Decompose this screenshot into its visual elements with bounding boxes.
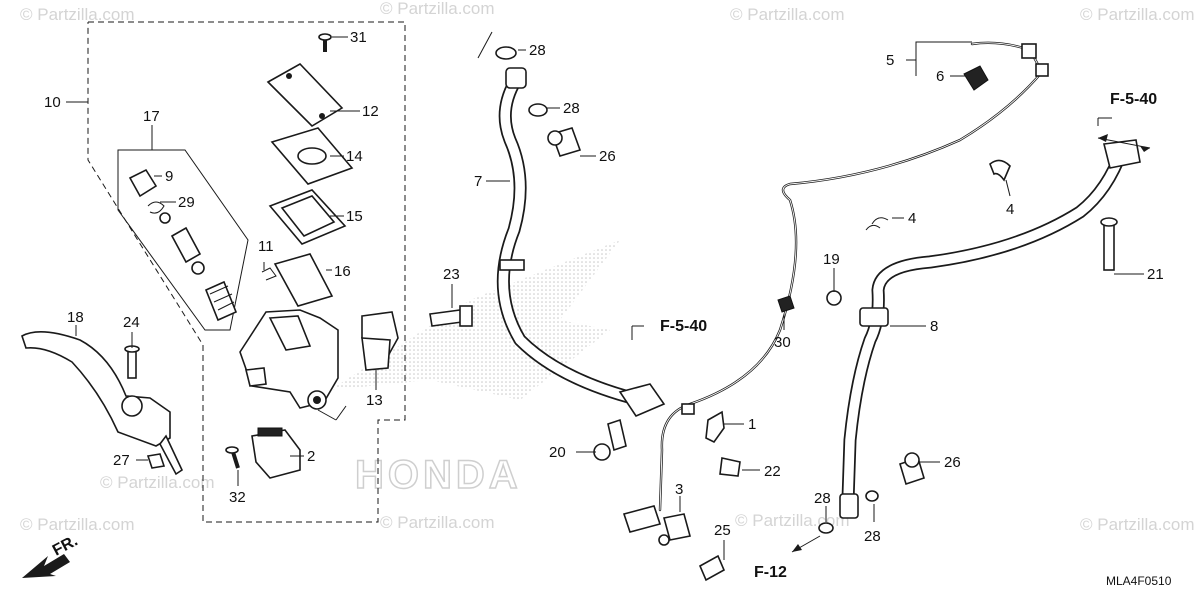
callout-32: 32: [229, 489, 246, 506]
callout-26: 26: [944, 454, 961, 471]
watermark-text: © Partzilla.com: [20, 5, 135, 24]
callout-6: 6: [936, 68, 944, 85]
callout-5: 5: [886, 52, 894, 69]
callout-28: 28: [864, 528, 881, 545]
callout-29: 29: [178, 194, 195, 211]
leader-lines: [75, 31, 1144, 560]
callout-26: 26: [599, 148, 616, 165]
brand-mark-text: HONDA: [355, 453, 522, 497]
watermark-text: © Partzilla.com: [1080, 515, 1195, 534]
brake-pipe: [658, 41, 1049, 512]
hose-joint-bolt: [826, 217, 1118, 306]
reference-f-5-40-top: F-5-40: [1110, 91, 1157, 108]
pipe-stay: [705, 410, 725, 444]
master-cylinder-body: [239, 309, 339, 410]
callout-17: 17: [143, 108, 160, 125]
cap-plate: [270, 127, 354, 185]
callout-13: 13: [366, 392, 383, 409]
lower-brake-hose: [839, 139, 1141, 519]
callout-12: 12: [362, 103, 379, 120]
stay-bolt: [719, 457, 741, 477]
upper-brake-hose: [496, 67, 666, 417]
callout-28: 28: [529, 42, 546, 59]
holder-bolt: [429, 305, 473, 327]
callout-19: 19: [823, 251, 840, 268]
callout-7: 7: [474, 173, 482, 190]
brand-wing-mark: HONDA: [330, 240, 620, 498]
clip: [261, 267, 277, 281]
callout-27: 27: [113, 452, 130, 469]
callout-numbers: 31 12 14 15 16 11 10 17 9 29 18 24 27 2 …: [44, 29, 1164, 545]
watermark-text: © Partzilla.com: [20, 515, 135, 534]
reservoir-diaphragm: [268, 189, 347, 245]
callout-21: 21: [1147, 266, 1164, 283]
pipe-clip: [865, 159, 1011, 231]
reference-f-5-40-mid: F-5-40: [660, 318, 707, 335]
watermark-text: © Partzilla.com: [100, 473, 215, 492]
callout-4: 4: [908, 210, 916, 227]
oil-bolt: [547, 127, 925, 486]
front-indicator-label: FR.: [50, 532, 81, 559]
callout-1: 1: [748, 416, 756, 433]
callout-3: 3: [675, 481, 683, 498]
watermark-text: © Partzilla.com: [1080, 5, 1195, 24]
callout-23: 23: [443, 266, 460, 283]
callout-4: 4: [1006, 201, 1014, 218]
callout-25: 25: [714, 522, 731, 539]
front-arrow-icon: [22, 554, 70, 578]
callout-22: 22: [764, 463, 781, 480]
pipe-grommet-small: [777, 295, 795, 313]
reference-f-12: F-12: [754, 564, 787, 581]
pipe-grommet: [963, 65, 989, 91]
callout-11: 11: [258, 238, 274, 255]
bracket-bolt: [698, 554, 726, 582]
diagram-code: MLA4F0510: [1106, 574, 1172, 588]
watermark-text: © Partzilla.com: [380, 513, 495, 532]
lever-pivot-bolt: [124, 345, 140, 379]
callout-24: 24: [123, 314, 140, 331]
reservoir-cap-screw: [318, 33, 332, 52]
callout-10: 10: [44, 94, 61, 111]
hose-clamp-bolt: [593, 418, 627, 461]
pipe-joint-bracket: [622, 505, 691, 546]
watermark-text: © Partzilla.com: [730, 5, 845, 24]
callout-31: 31: [350, 29, 367, 46]
reservoir-cap: [266, 62, 344, 128]
switch-screw: [225, 446, 240, 469]
callout-15: 15: [346, 208, 363, 225]
callout-2: 2: [307, 448, 315, 465]
pivot-nut: [146, 453, 166, 469]
watermark-text: © Partzilla.com: [380, 0, 495, 18]
callout-16: 16: [334, 263, 351, 280]
diaphragm-plate: [273, 253, 334, 307]
brake-light-switch: [251, 427, 301, 479]
piston-kit-parts: [128, 168, 238, 322]
front-direction-indicator: FR.: [22, 532, 81, 578]
callout-20: 20: [549, 444, 566, 461]
callout-28: 28: [563, 100, 580, 117]
brake-lever: [21, 331, 184, 476]
callout-30: 30: [774, 334, 791, 351]
callout-9: 9: [165, 168, 173, 185]
piston-kit-outline: [117, 125, 249, 331]
callout-14: 14: [346, 148, 363, 165]
callout-8: 8: [930, 318, 938, 335]
handlebar-holder: [361, 311, 399, 371]
reference-marks: F-5-40 F-5-40 F-12: [660, 91, 1157, 581]
callout-18: 18: [67, 309, 84, 326]
sealing-washer: [495, 46, 879, 534]
watermarks: © Partzilla.com © Partzilla.com © Partzi…: [20, 0, 1195, 534]
callout-28: 28: [814, 490, 831, 507]
